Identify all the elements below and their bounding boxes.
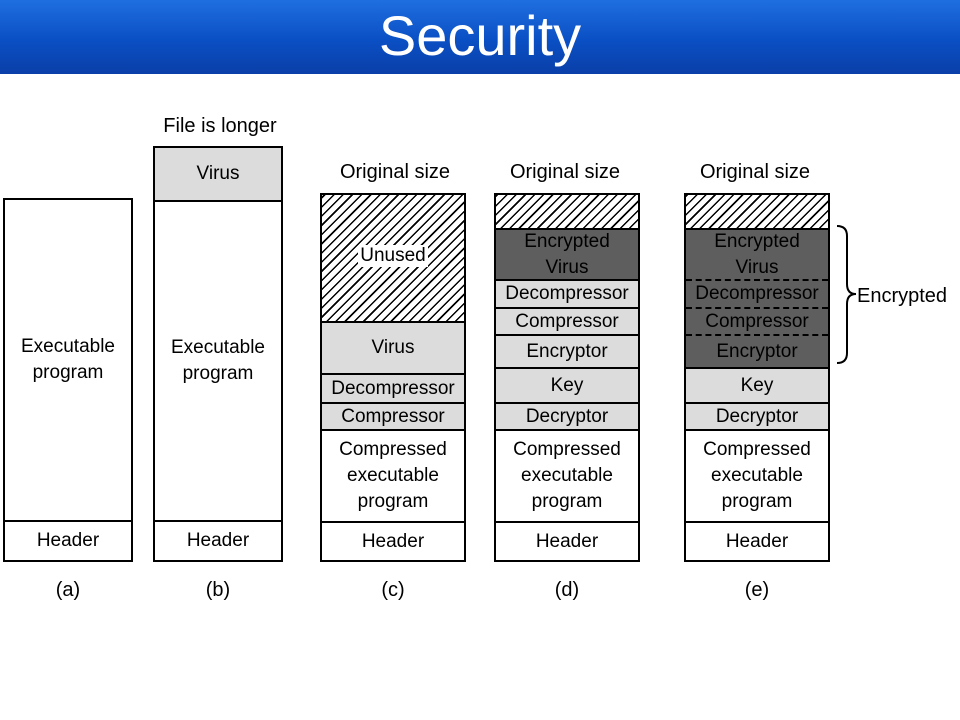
executable-program-segment: Executable program	[155, 200, 281, 520]
column-a: Executable program Header	[3, 198, 133, 562]
case-label-d: (d)	[554, 579, 580, 601]
header-segment: Header	[5, 520, 131, 560]
case-label-b: (b)	[205, 579, 231, 601]
unused-segment	[496, 195, 638, 228]
encrypted-label: Encrypted	[857, 285, 948, 307]
virus-segment: Virus	[155, 148, 281, 200]
encrypted-virus-segment: Encrypted Virus	[686, 228, 828, 279]
header-segment: Header	[686, 521, 828, 560]
decompressor-segment: Decompressor	[686, 279, 828, 307]
decryptor-segment: Decryptor	[496, 402, 638, 429]
encryptor-segment: Encryptor	[686, 334, 828, 367]
compressed-program-segment: Compressed executable program	[496, 429, 638, 521]
column-d: Encrypted Virus Decompressor Compressor …	[494, 193, 640, 562]
encrypted-virus-segment: Encrypted Virus	[496, 228, 638, 279]
compressed-program-segment: Compressed executable program	[322, 429, 464, 521]
column-e: Encrypted Virus Decompressor Compressor …	[684, 193, 830, 562]
encryptor-segment: Encryptor	[496, 334, 638, 367]
header-segment: Header	[496, 521, 638, 560]
encrypted-brace	[836, 225, 857, 364]
column-c: Unused Virus Decompressor Compressor Com…	[320, 193, 466, 562]
decryptor-segment: Decryptor	[686, 402, 828, 429]
unused-segment: Unused	[322, 195, 464, 321]
original-size-label-c: Original size	[339, 161, 451, 183]
slide-title: Security	[378, 4, 582, 67]
key-segment: Key	[686, 367, 828, 402]
decompressor-segment: Decompressor	[496, 279, 638, 307]
compressor-segment: Compressor	[496, 307, 638, 334]
decompressor-segment: Decompressor	[322, 373, 464, 402]
title-bar	[0, 0, 960, 74]
case-label-e: (e)	[744, 579, 770, 601]
column-b: Virus Executable program Header	[153, 146, 283, 562]
file-longer-label: File is longer	[163, 115, 277, 137]
header-segment: Header	[322, 521, 464, 560]
executable-program-segment: Executable program	[5, 200, 131, 520]
key-segment: Key	[496, 367, 638, 402]
original-size-label-d: Original size	[509, 161, 621, 183]
virus-segment: Virus	[322, 321, 464, 373]
case-label-c: (c)	[381, 579, 405, 601]
compressor-segment: Compressor	[322, 402, 464, 429]
case-label-a: (a)	[55, 579, 81, 601]
original-size-label-e: Original size	[699, 161, 811, 183]
unused-segment	[686, 195, 828, 228]
compressed-program-segment: Compressed executable program	[686, 429, 828, 521]
header-segment: Header	[155, 520, 281, 560]
compressor-segment: Compressor	[686, 307, 828, 334]
